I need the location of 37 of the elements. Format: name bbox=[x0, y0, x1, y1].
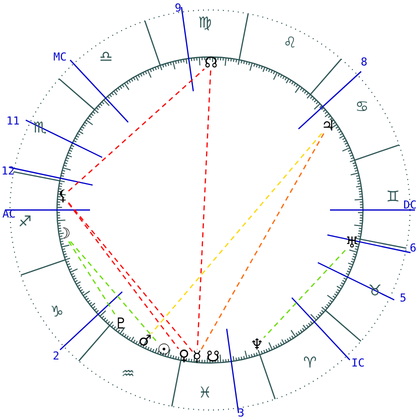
planet-symbol: ☋ bbox=[206, 350, 220, 364]
aspect-line bbox=[70, 241, 158, 343]
aspect-line bbox=[263, 250, 346, 338]
house-number: 8 bbox=[360, 56, 368, 68]
zodiac-sign: ♒ bbox=[121, 366, 135, 382]
planet-symbol: ☉ bbox=[157, 342, 171, 358]
zodiac-sign: ♊ bbox=[386, 190, 400, 204]
planet-symbol: ♆ bbox=[250, 338, 264, 352]
house-number: IC bbox=[351, 358, 365, 368]
zodiac-sign: ♋ bbox=[355, 100, 369, 114]
zodiac-sign: ♍ bbox=[198, 16, 212, 30]
planet-symbol: ☿ bbox=[192, 350, 202, 364]
zodiac-sign: ♎ bbox=[99, 50, 113, 64]
aspect-line bbox=[150, 133, 322, 334]
aspect-line bbox=[196, 70, 212, 350]
zodiac-sign: ♌ bbox=[283, 36, 297, 50]
planet-symbol: ♀ bbox=[178, 348, 190, 364]
planet-symbol: ♇ bbox=[114, 316, 128, 332]
house-number: 11 bbox=[6, 116, 20, 126]
zodiac-sign: ♓ bbox=[198, 386, 212, 400]
aspect-line bbox=[200, 133, 324, 350]
house-number: 9 bbox=[174, 2, 182, 14]
zodiac-sign: ♑ bbox=[50, 304, 64, 320]
house-number: DC bbox=[403, 200, 417, 210]
zodiac-sign: ♐ bbox=[18, 214, 32, 230]
house-number: 5 bbox=[400, 292, 406, 304]
house-number: 2 bbox=[52, 350, 60, 362]
aspect-line bbox=[68, 241, 117, 317]
planet-symbol: ☽ bbox=[57, 226, 71, 242]
planet-symbol: ♃ bbox=[321, 118, 335, 134]
house-number: MC bbox=[53, 52, 67, 62]
zodiac-sign: ♈ bbox=[303, 356, 317, 370]
aspect-line bbox=[68, 68, 205, 192]
planet-symbol: ☊ bbox=[204, 56, 218, 70]
planet-symbol: ♂ bbox=[138, 334, 152, 348]
house-number: 6 bbox=[410, 242, 416, 254]
house-number: 3 bbox=[238, 408, 244, 418]
